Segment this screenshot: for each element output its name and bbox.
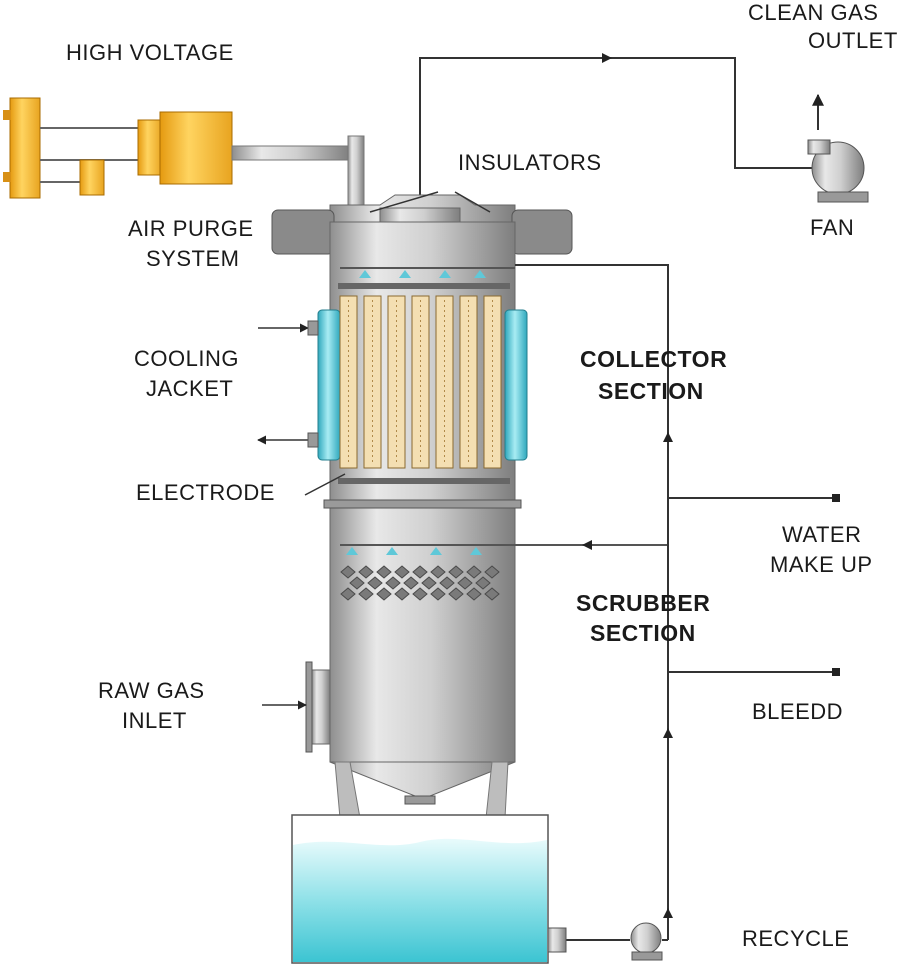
insulators-label: INSULATORS: [458, 150, 602, 175]
packing-element: [412, 587, 428, 601]
air-purge-label: AIR PURGE: [128, 216, 254, 241]
raw-gas-inlet-label-2: INLET: [122, 708, 187, 733]
packing-element: [394, 587, 410, 601]
packing-element: [367, 576, 383, 590]
recycle-pump: [630, 922, 663, 961]
packing-element: [421, 576, 437, 590]
collector-section-label-2: SECTION: [598, 378, 704, 404]
electrode-label: ELECTRODE: [136, 480, 275, 505]
air-purge-label-2: SYSTEM: [146, 246, 240, 271]
scrubber-section-label: SCRUBBER: [576, 590, 711, 616]
electrode-tubes: [339, 295, 502, 469]
cooling-jacket-label-2: JACKET: [146, 376, 234, 401]
high-voltage-supply: [3, 97, 365, 207]
recycle-label: RECYCLE: [742, 926, 850, 951]
packing-element: [385, 576, 401, 590]
recirculation-piping: [515, 264, 840, 941]
clean-gas-duct: [419, 53, 824, 195]
spray-header-lower: [340, 540, 668, 555]
raw-gas-inlet-label: RAW GAS: [98, 678, 205, 703]
scrubber-packing: [340, 565, 500, 601]
raw-gas-inlet: [262, 661, 331, 753]
packing-element: [340, 587, 356, 601]
packing-element: [466, 565, 482, 579]
collector-section-label: COLLECTOR: [580, 346, 728, 372]
packing-element: [394, 565, 410, 579]
fan: [807, 139, 869, 203]
packing-element: [484, 565, 500, 579]
recycle-tank: [291, 814, 567, 964]
packing-element: [448, 587, 464, 601]
fan-label: FAN: [810, 215, 855, 240]
water-make-up-label-2: MAKE UP: [770, 552, 873, 577]
packing-element: [376, 587, 392, 601]
packing-element: [475, 576, 491, 590]
packing-element: [412, 565, 428, 579]
packing-element: [403, 576, 419, 590]
packing-element: [439, 576, 455, 590]
packing-element: [358, 587, 374, 601]
high-voltage-label: HIGH VOLTAGE: [66, 40, 234, 65]
bleed-label: BLEEDD: [752, 699, 844, 724]
packing-element: [376, 565, 392, 579]
packing-element: [430, 587, 446, 601]
clean-gas-outlet-label-2: OUTLET: [808, 28, 898, 53]
packing-element: [457, 576, 473, 590]
packing-element: [340, 565, 356, 579]
spray-header-top: [338, 267, 515, 289]
electrode-support: [304, 473, 510, 496]
packing-element: [358, 565, 374, 579]
packing-element: [430, 565, 446, 579]
water-make-up-label: WATER: [782, 522, 862, 547]
cooling-jacket: [257, 309, 528, 461]
cooling-jacket-label: COOLING: [134, 346, 239, 371]
clean-gas-outlet-label: CLEAN GAS: [748, 0, 879, 25]
packing-element: [466, 587, 482, 601]
packing-element: [448, 565, 464, 579]
scrubber-section-label-2: SECTION: [590, 620, 696, 646]
packing-element: [349, 576, 365, 590]
packing-element: [484, 587, 500, 601]
